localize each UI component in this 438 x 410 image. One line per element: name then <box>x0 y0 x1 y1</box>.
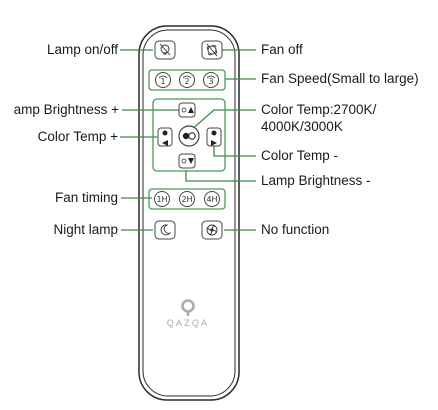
callout-color-temp-minus <box>213 146 256 157</box>
fan-speed-1-button[interactable]: 1 <box>155 72 171 88</box>
label-color-temp-toggle-line2: 4000K/3000K <box>261 119 343 134</box>
label-lamp-brightness-plus: amp Brightness + <box>13 102 119 117</box>
label-color-temp-toggle-line1: Color Temp:2700K/ <box>261 102 377 117</box>
label-lamp-brightness-minus: Lamp Brightness - <box>261 173 371 188</box>
callout-color-temp-toggle <box>189 109 256 132</box>
fan-off-icon <box>206 43 218 57</box>
fan-speed-3-button[interactable]: 3 <box>203 72 219 88</box>
color-temp-icon <box>162 130 168 146</box>
brightness-up-button[interactable] <box>178 102 196 118</box>
label-fan-off: Fan off <box>261 42 303 57</box>
highlight-timer-row <box>148 188 226 210</box>
highlight-speed-row <box>148 69 226 91</box>
brand-name: QAZQA <box>166 318 210 328</box>
color-temp-icon <box>211 130 217 146</box>
fan-speed-icon <box>158 75 168 79</box>
timer-4h-button[interactable]: 4H <box>204 191 220 207</box>
timer-2h-button[interactable]: 2H <box>179 191 195 207</box>
brightness-down-button[interactable] <box>178 153 196 169</box>
remote-inner-outline <box>142 29 236 397</box>
fan-icon <box>206 224 218 236</box>
brightness-up-icon <box>181 107 194 113</box>
brightness-down-icon <box>181 158 194 164</box>
label-night-lamp: Night lamp <box>53 222 118 237</box>
label-lamp-on-off: Lamp on/off <box>46 42 118 57</box>
fan-off-button[interactable] <box>201 40 223 60</box>
brand-logo-icon <box>181 299 195 316</box>
timer-1h-button[interactable]: 1H <box>154 191 170 207</box>
timer-4h-label: 4H <box>206 195 217 204</box>
color-temp-toggle-button[interactable] <box>178 125 200 147</box>
color-temp-icon <box>182 132 196 140</box>
timer-2h-label: 2H <box>181 195 192 204</box>
remote-outer-outline <box>138 25 240 401</box>
label-no-function: No function <box>261 222 330 237</box>
color-temp-plus-button[interactable] <box>157 127 173 147</box>
color-temp-minus-button[interactable] <box>206 127 222 147</box>
fan-speed-3-label: 3 <box>208 77 213 86</box>
lamp-on-off-button[interactable] <box>154 40 176 60</box>
callout-brightness-minus <box>185 170 256 182</box>
fan-speed-2-button[interactable]: 2 <box>179 72 195 88</box>
fan-speed-2-label: 2 <box>184 77 189 86</box>
fan-speed-icon <box>182 75 192 79</box>
label-color-temp-minus: Color Temp - <box>261 148 339 163</box>
highlight-dpad <box>152 98 226 172</box>
night-lamp-button[interactable] <box>154 220 176 240</box>
fan-speed-icon <box>206 75 216 79</box>
fan-speed-1-label: 1 <box>160 77 165 86</box>
lamp-icon <box>159 43 171 56</box>
label-fan-speed: Fan Speed(Small to large) <box>261 71 419 86</box>
label-fan-timing: Fan timing <box>54 190 118 205</box>
label-color-temp-plus: Color Temp + <box>37 129 118 144</box>
moon-icon <box>160 224 172 236</box>
timer-1h-label: 1H <box>156 195 167 204</box>
no-function-button[interactable] <box>201 220 223 240</box>
